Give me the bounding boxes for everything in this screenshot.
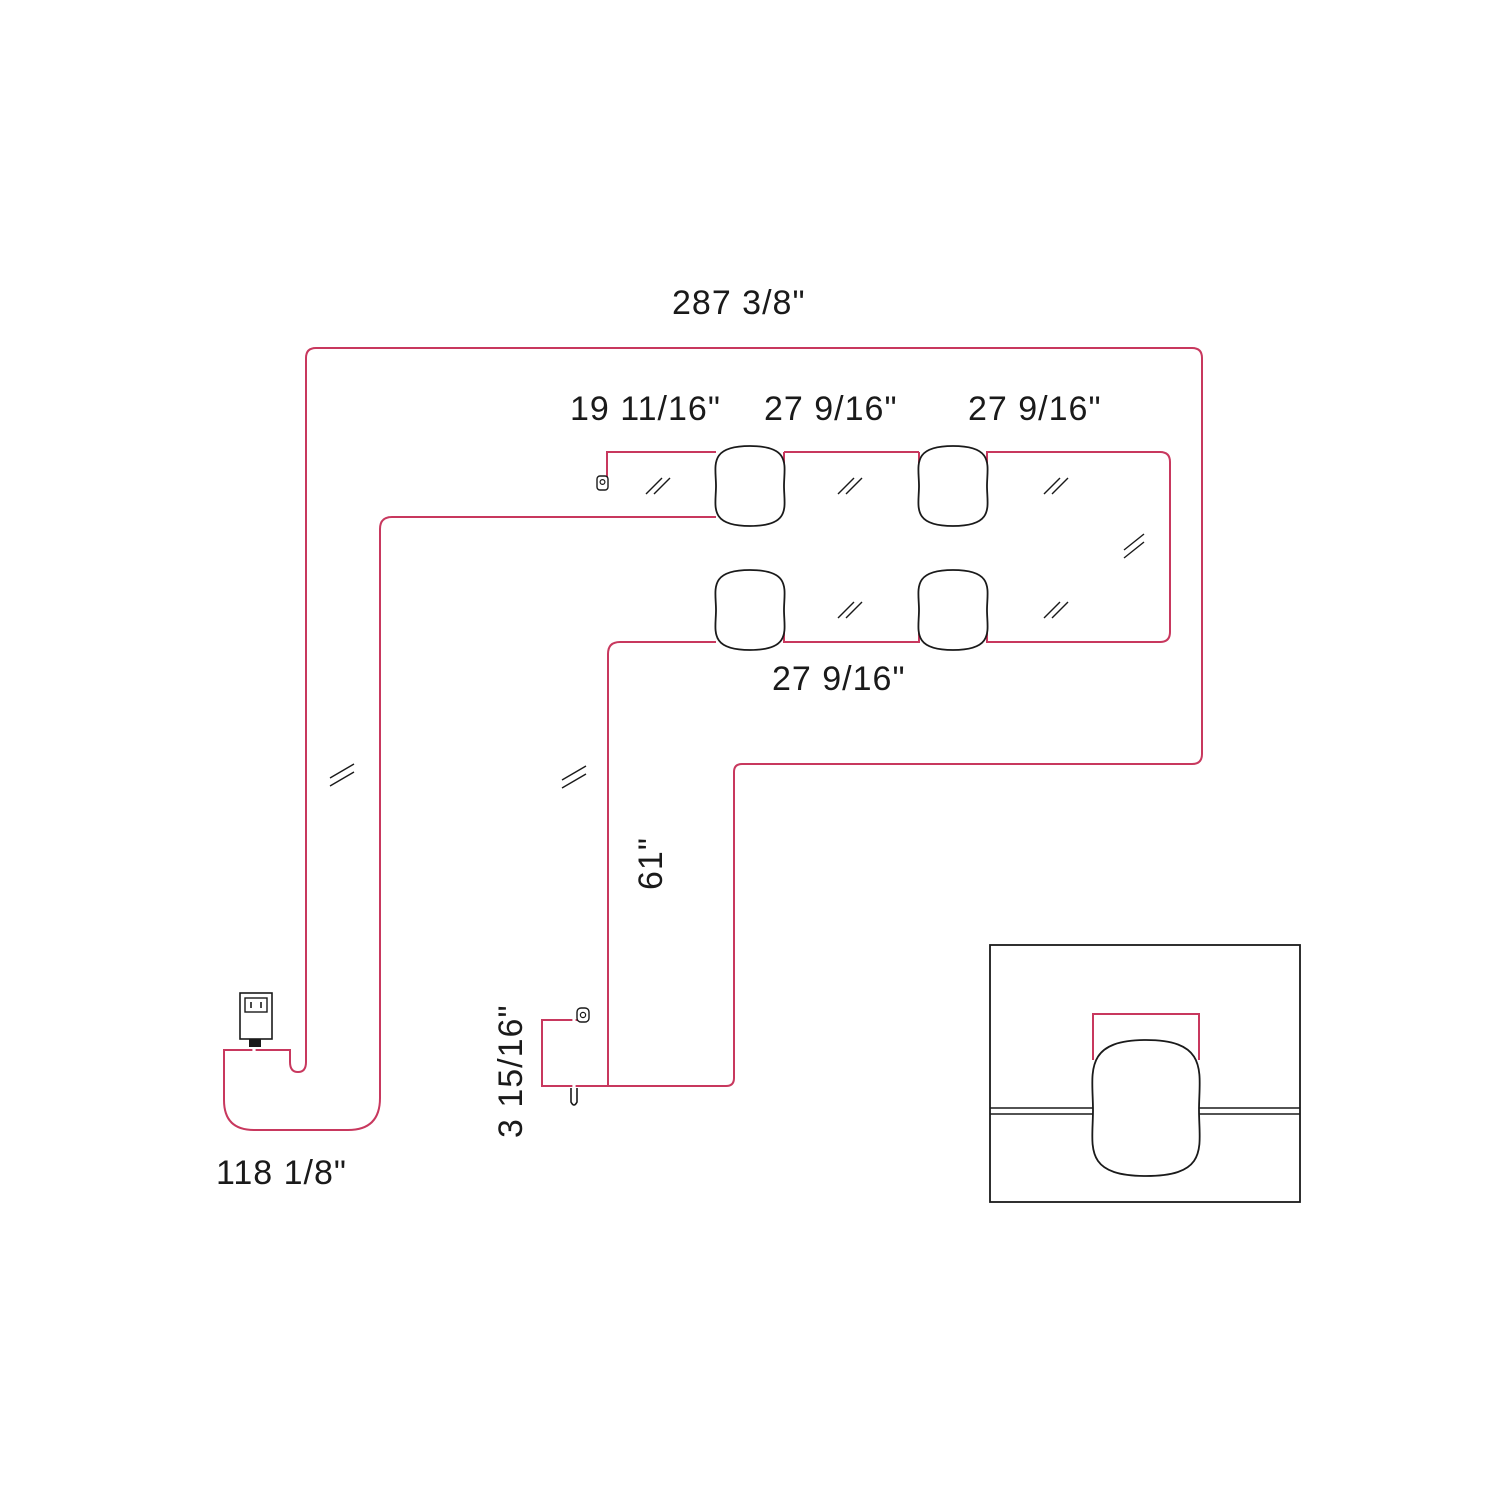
top-spacing-2-dimension-line bbox=[986, 451, 1171, 643]
pendant-shades bbox=[714, 445, 989, 651]
break-mark bbox=[837, 477, 863, 495]
cord-path bbox=[253, 485, 1135, 1105]
bottom-spacing-dimension-line bbox=[783, 616, 920, 643]
end-tail-label: 3 15/16" bbox=[492, 1004, 530, 1138]
power-lead-label: 118 1/8" bbox=[216, 1154, 347, 1192]
cord-path-core bbox=[252, 484, 1136, 1106]
drop-length-label: 61" bbox=[632, 837, 670, 890]
first-segment-dimension-line bbox=[606, 451, 716, 478]
top-spacing-1-dimension-line bbox=[783, 451, 920, 478]
pendant-shade-icon bbox=[714, 569, 786, 651]
break-mark bbox=[1043, 477, 1069, 495]
top-spacing-2-label: 27 9/16" bbox=[968, 390, 1102, 428]
pendant-shade-icon bbox=[917, 445, 989, 527]
break-mark bbox=[561, 765, 587, 789]
pendant-shade-icon bbox=[1091, 1039, 1201, 1177]
pendant-shade-icon bbox=[714, 445, 786, 527]
cord-end-cap bbox=[570, 1088, 578, 1106]
drop-dimension-line bbox=[607, 641, 716, 1086]
top-spacing-1-label: 27 9/16" bbox=[764, 390, 898, 428]
break-mark bbox=[1123, 533, 1145, 559]
power-lead-dimension-line bbox=[223, 516, 716, 1131]
overall-length-label: 287 3/8" bbox=[672, 284, 806, 322]
overall-dimension-line bbox=[305, 347, 1203, 1087]
bottom-spacing-label: 27 9/16" bbox=[772, 660, 906, 698]
pendant-shade-icon bbox=[917, 569, 989, 651]
break-mark bbox=[1043, 601, 1069, 619]
connector-clip-icon bbox=[576, 1007, 590, 1023]
break-mark bbox=[837, 601, 863, 619]
detail-inset bbox=[989, 944, 1301, 1203]
plug-adapter-icon bbox=[239, 992, 273, 1047]
break-mark bbox=[329, 763, 355, 787]
break-mark bbox=[645, 477, 671, 495]
connector-clip-icon bbox=[596, 475, 609, 491]
break-marks bbox=[329, 477, 1145, 789]
first-segment-label: 19 11/16" bbox=[570, 390, 721, 428]
